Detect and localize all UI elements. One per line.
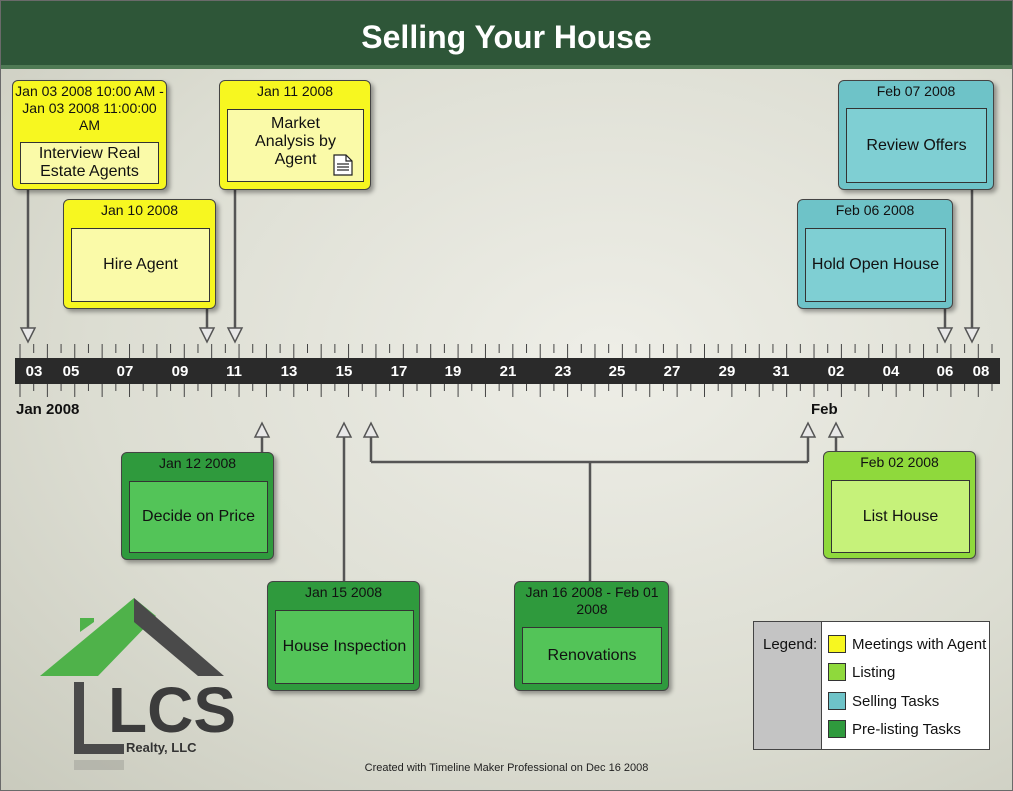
event-date: Feb 06 2008 — [835, 202, 915, 218]
event-label: House Inspection — [275, 610, 414, 684]
arrow-head-renov-start — [362, 421, 380, 438]
event-date: Jan 11 2008 — [256, 83, 334, 99]
legend-item-listing: Listing — [828, 662, 895, 682]
event-label: List House — [831, 480, 970, 553]
legend-swatch — [828, 663, 846, 681]
axis-tick-label: 08 — [972, 363, 990, 380]
event-renovations[interactable]: Jan 16 2008 - Feb 01 2008 Renovations — [514, 581, 669, 691]
logo-letters: LCS — [108, 674, 236, 746]
event-date: Jan 16 2008 - Feb 01 2008 — [525, 584, 659, 617]
legend-item-prelisting: Pre-listing Tasks — [828, 719, 961, 739]
axis-tick-label: 19 — [444, 363, 462, 380]
legend-label: Listing — [852, 663, 896, 681]
arrow-head-interview — [19, 327, 37, 344]
event-date: Jan 12 2008 — [158, 455, 237, 471]
arrow-head-renov-end — [799, 421, 817, 438]
axis-tick-label: 29 — [718, 363, 736, 380]
legend-swatch — [828, 692, 846, 710]
month-label-jan: Jan 2008 — [16, 401, 80, 418]
axis-tick-label: 02 — [827, 363, 845, 380]
header-bar: Selling Your House — [1, 1, 1012, 69]
event-label: Interview Real Estate Agents — [20, 142, 159, 184]
footer-credit: Created with Timeline Maker Professional… — [364, 762, 649, 774]
axis-tick-label: 11 — [226, 363, 242, 380]
axis-tick-label: 23 — [554, 363, 572, 380]
legend-swatch — [828, 720, 846, 738]
timeline-axis — [15, 358, 1000, 384]
arrow-head-review — [963, 327, 981, 344]
event-date: Jan 10 2008 — [100, 202, 179, 218]
axis-tick-label: 04 — [882, 363, 900, 380]
logo-company: Realty, LLC — [126, 740, 197, 755]
event-house-inspection[interactable]: Jan 15 2008 House Inspection — [267, 581, 420, 691]
arrow-head-open-house — [936, 327, 954, 344]
arrow-head-price — [253, 421, 271, 438]
event-label: Hold Open House — [805, 228, 946, 302]
month-label-feb: Feb — [811, 401, 838, 418]
legend-label: Pre-listing Tasks — [852, 720, 961, 738]
event-label: Decide on Price — [129, 481, 268, 553]
event-hire-agent[interactable]: Jan 10 2008 Hire Agent — [63, 199, 216, 309]
legend-swatch — [828, 635, 846, 653]
axis-tick-label: 07 — [116, 363, 134, 380]
event-label: Renovations — [522, 627, 662, 684]
axis-tick-label: 17 — [390, 363, 408, 380]
axis-tick-label: 31 — [772, 363, 790, 380]
arrow-head-list — [827, 421, 845, 438]
event-review-offers[interactable]: Feb 07 2008 Review Offers — [838, 80, 994, 190]
legend-header: Legend: — [754, 622, 822, 749]
arrow-head-inspection — [335, 421, 353, 438]
axis-tick-label: 21 — [499, 363, 517, 380]
event-label: Hire Agent — [71, 228, 210, 302]
legend-item-selling: Selling Tasks — [828, 691, 939, 711]
legend: Legend: Meetings with Agent Listing Sell… — [753, 621, 990, 750]
document-icon[interactable] — [333, 154, 353, 176]
event-label: Review Offers — [846, 108, 987, 183]
axis-tick-label: 03 — [25, 363, 43, 380]
event-hold-open-house[interactable]: Feb 06 2008 Hold Open House — [797, 199, 953, 309]
event-market-analysis[interactable]: Jan 11 2008 Market Analysis by Agent — [219, 80, 371, 190]
event-date: Jan 03 2008 10:00 AM - Jan 03 2008 11:00… — [15, 83, 164, 133]
axis-tick-label: 09 — [171, 363, 189, 380]
legend-item-meetings: Meetings with Agent — [828, 634, 986, 654]
legend-title: Legend: — [763, 636, 818, 653]
event-date: Feb 07 2008 — [876, 83, 956, 99]
legend-label: Meetings with Agent — [852, 635, 987, 653]
event-date: Jan 15 2008 — [304, 584, 383, 600]
event-list-house[interactable]: Feb 02 2008 List House — [823, 451, 976, 559]
legend-label: Selling Tasks — [852, 692, 940, 710]
axis-tick-label: 13 — [280, 363, 298, 380]
arrow-head-market — [226, 327, 244, 344]
company-logo: LCS Realty, LLC — [40, 598, 236, 770]
event-label-text: Market Analysis by Agent — [255, 115, 336, 168]
event-decide-price[interactable]: Jan 12 2008 Decide on Price — [121, 452, 274, 560]
page-title: Selling Your House — [361, 19, 652, 55]
axis-tick-label: 15 — [335, 363, 353, 380]
axis-tick-label: 05 — [62, 363, 80, 380]
event-date: Feb 02 2008 — [860, 454, 939, 470]
arrow-head-hire — [198, 327, 216, 344]
axis-tick-label: 27 — [663, 363, 681, 380]
axis-tick-label: 25 — [608, 363, 626, 380]
axis-tick-label: 06 — [936, 363, 954, 380]
event-label: Market Analysis by Agent — [227, 109, 364, 182]
event-interview-agents[interactable]: Jan 03 2008 10:00 AM - Jan 03 2008 11:00… — [12, 80, 167, 190]
